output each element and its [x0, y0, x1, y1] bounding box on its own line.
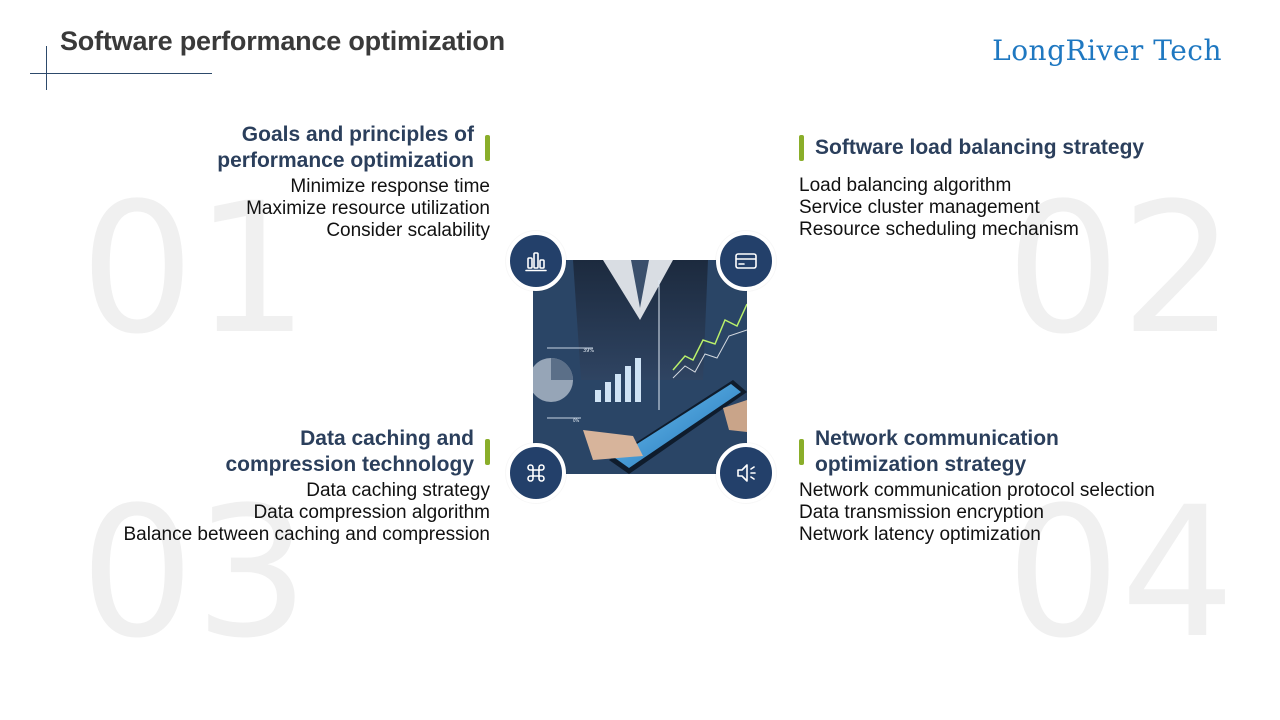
heading-line-1: Network communication [815, 427, 1059, 450]
decorative-horizontal-line [30, 73, 212, 74]
list-item: Data compression algorithm [253, 502, 490, 523]
section-heading: Software load balancing strategy [799, 135, 1144, 161]
section-heading: Goals and principles of performance opti… [217, 122, 490, 174]
photo-illustration: 39% 0% [533, 260, 747, 474]
list-item: Load balancing algorithm [799, 175, 1012, 196]
section-data-caching: Data caching and compression technology … [123, 426, 490, 546]
item-list: Data caching strategy Data compression a… [123, 480, 490, 546]
card-icon [716, 231, 776, 291]
heading-line-1: Software load balancing strategy [815, 136, 1145, 159]
section-number-02: 02 [1006, 165, 1236, 374]
list-item: Consider scalability [326, 220, 490, 241]
list-item: Service cluster management [799, 197, 1040, 218]
list-item: Maximize resource utilization [246, 198, 490, 219]
section-number-03: 03 [80, 469, 310, 678]
accent-bar [799, 135, 804, 161]
list-item: Balance between caching and compression [123, 524, 490, 545]
list-item: Network communication protocol selection [799, 480, 1155, 501]
bar-chart-icon [506, 231, 566, 291]
list-item: Data transmission encryption [799, 502, 1044, 523]
decorative-vertical-line [46, 46, 47, 90]
item-list: Network communication protocol selection… [799, 480, 1155, 546]
accent-bar [799, 439, 804, 465]
photo-small-label: 0% [573, 418, 580, 423]
heading-line-2: compression technology [225, 453, 474, 476]
accent-bar [485, 135, 490, 161]
section-number-04: 04 [1006, 469, 1236, 678]
section-heading: Network communication optimization strat… [799, 426, 1155, 478]
list-item: Resource scheduling mechanism [799, 219, 1079, 240]
page-title: Software performance optimization [60, 26, 505, 56]
accent-bar [485, 439, 490, 465]
list-item: Minimize response time [290, 176, 490, 197]
item-list: Minimize response time Maximize resource… [217, 176, 490, 242]
section-goals-principles: Goals and principles of performance opti… [217, 122, 490, 242]
list-item: Network latency optimization [799, 524, 1041, 545]
command-icon [506, 443, 566, 503]
section-network-communication: Network communication optimization strat… [799, 426, 1155, 546]
heading-line-2: performance optimization [217, 149, 474, 172]
heading-line-1: Data caching and [300, 427, 474, 450]
business-tablet-photo: 39% 0% [533, 260, 747, 474]
item-list: Load balancing algorithm Service cluster… [799, 175, 1144, 241]
brand-logo-text: LongRiver Tech [992, 34, 1222, 67]
heading-line-1: Goals and principles of [241, 123, 474, 146]
section-heading: Data caching and compression technology [123, 426, 490, 478]
section-number-01: 01 [80, 165, 310, 374]
heading-line-2: optimization strategy [815, 453, 1027, 476]
section-load-balancing: Software load balancing strategy Load ba… [799, 135, 1144, 241]
list-item: Data caching strategy [306, 480, 490, 501]
speaker-icon [716, 443, 776, 503]
photo-percent-label: 39% [583, 348, 594, 354]
